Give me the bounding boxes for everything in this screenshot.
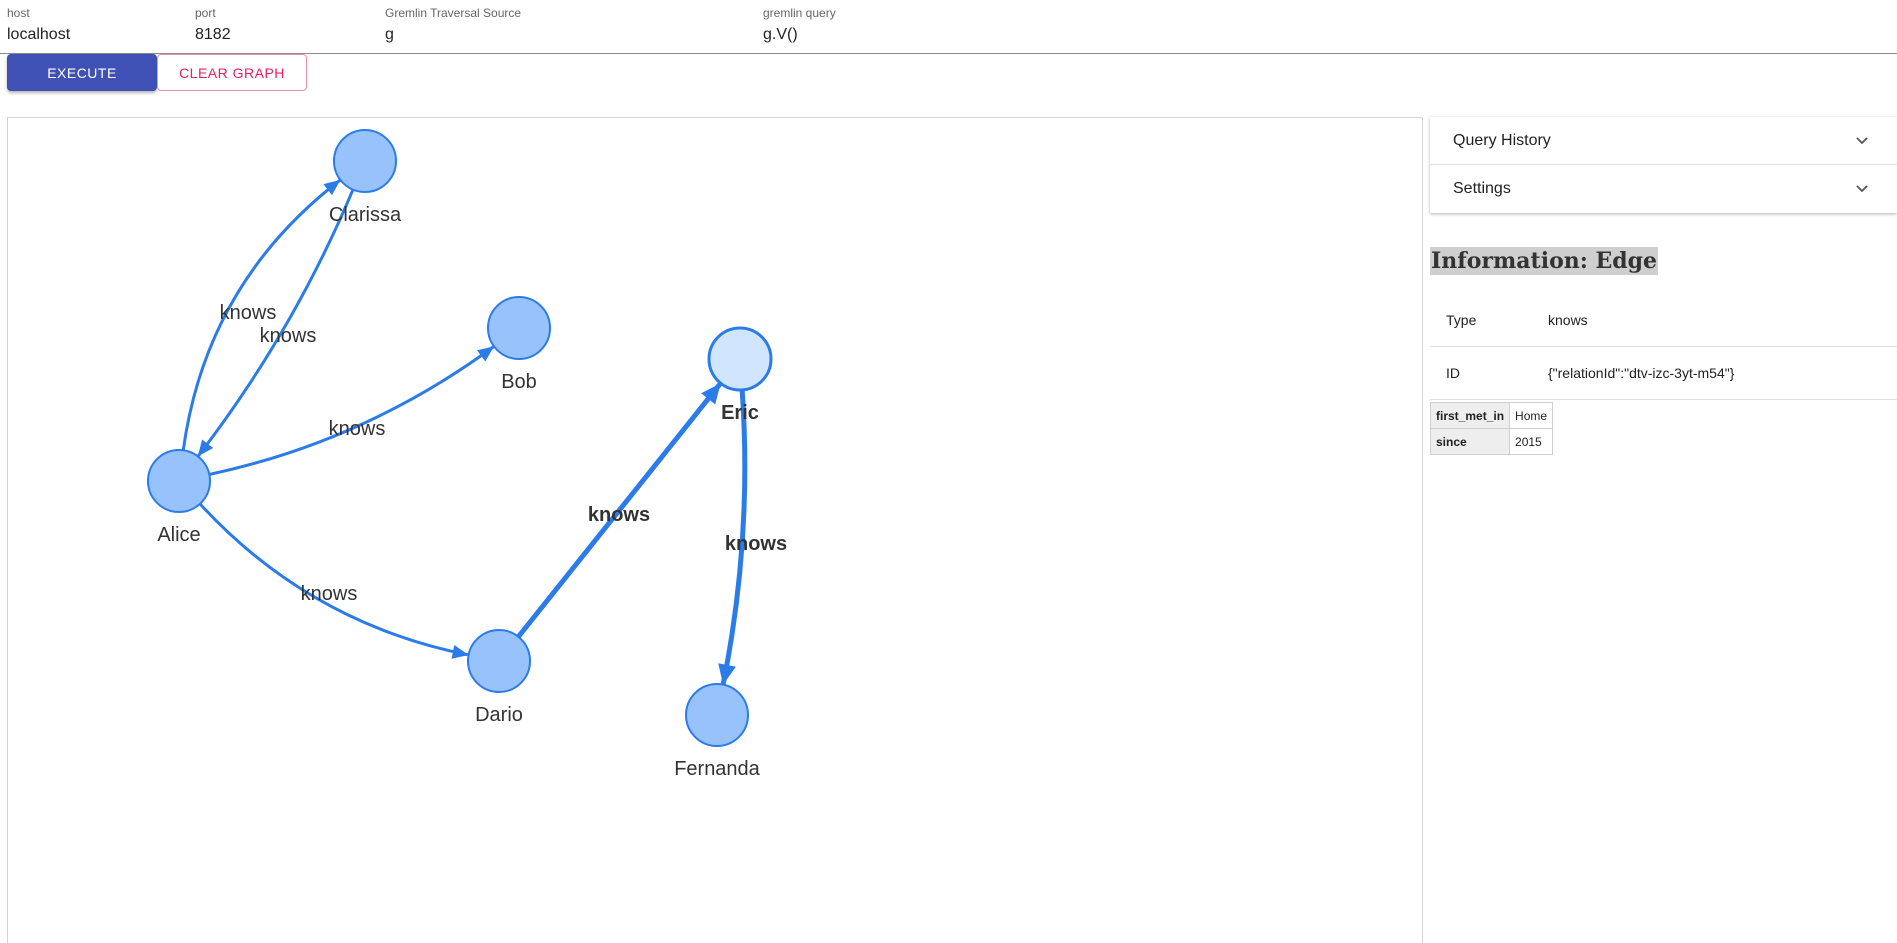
nodes-layer (147, 129, 773, 747)
host-input[interactable] (7, 26, 187, 44)
node-label: Bob (501, 371, 537, 393)
traversal-source-label: Gremlin Traversal Source (385, 6, 522, 20)
edge-label: knows (220, 302, 277, 324)
info-title: Information: Edge (1430, 247, 1659, 275)
info-value: {"relationId":"dtv-izc-3yt-m54"} (1548, 365, 1735, 381)
node-label: Fernanda (674, 758, 760, 780)
query-history-panel[interactable]: Query History (1430, 117, 1897, 165)
edge-arrowhead (197, 439, 214, 457)
info-row-id: ID {"relationId":"dtv-izc-3yt-m54"} (1430, 347, 1897, 400)
node-dario[interactable] (467, 629, 531, 693)
node-alice[interactable] (147, 449, 211, 513)
edges-layer (181, 178, 748, 686)
port-label: port (195, 6, 216, 20)
node-clarissa[interactable] (333, 129, 397, 193)
property-value: 2015 (1509, 428, 1554, 455)
property-key: first_met_in (1429, 402, 1511, 429)
table-row: since 2015 (1429, 428, 1554, 455)
edge-arrowhead (323, 179, 341, 196)
property-value: Home (1509, 402, 1554, 429)
traversal-source-input[interactable] (385, 26, 745, 44)
edge-line[interactable] (720, 389, 748, 686)
divider (1430, 164, 1897, 165)
edge-arrowhead (718, 663, 736, 685)
side-accordion: Query History Settings (1430, 117, 1897, 213)
host-field[interactable]: host (7, 0, 187, 52)
edge-label: knows (260, 325, 317, 347)
chevron-down-icon[interactable] (1855, 182, 1869, 196)
chevron-down-icon[interactable] (1855, 134, 1869, 148)
settings-panel[interactable]: Settings (1430, 165, 1897, 213)
node-label: Dario (475, 704, 523, 726)
graph-svg[interactable]: knowsknowsknowsknowsknowsknowsClarissaBo… (8, 118, 1423, 943)
settings-label: Settings (1453, 180, 1511, 197)
node-fernanda[interactable] (685, 683, 749, 747)
execute-button[interactable]: EXECUTE (7, 54, 157, 91)
properties-table: first_met_in Home since 2015 (1429, 402, 1554, 455)
query-field[interactable]: gremlin query (763, 0, 1883, 52)
property-key: since (1429, 428, 1511, 455)
node-label: Eric (721, 402, 759, 424)
edge-line[interactable] (196, 189, 355, 458)
host-label: host (7, 6, 30, 20)
info-value: knows (1548, 312, 1588, 328)
port-input[interactable] (195, 26, 375, 44)
edge-line[interactable] (516, 381, 723, 639)
edge-line[interactable] (208, 345, 495, 476)
traversal-source-field[interactable]: Gremlin Traversal Source (385, 0, 745, 52)
port-field[interactable]: port (195, 0, 375, 52)
query-input[interactable] (763, 26, 1883, 44)
info-key: Type (1446, 312, 1477, 328)
edge-line[interactable] (198, 502, 469, 657)
edge-label: knows (329, 418, 386, 440)
clear-graph-button[interactable]: CLEAR GRAPH (157, 54, 307, 91)
query-history-label: Query History (1453, 132, 1551, 149)
info-key: ID (1446, 365, 1460, 381)
query-label: gremlin query (763, 6, 836, 20)
edge-arrowhead (701, 383, 721, 405)
edge-line[interactable] (181, 178, 342, 451)
node-label: Alice (157, 524, 200, 546)
edge-arrowhead (476, 346, 495, 362)
edge-label: knows (301, 583, 358, 605)
info-row-type: Type knows (1430, 294, 1897, 347)
labels-layer: knowsknowsknowsknowsknowsknowsClarissaBo… (157, 204, 787, 780)
node-bob[interactable] (487, 296, 551, 360)
node-eric[interactable] (707, 326, 773, 392)
edge-label: knows (725, 533, 787, 555)
edge-label: knows (588, 504, 650, 526)
node-label: Clarissa (329, 204, 402, 226)
table-row: first_met_in Home (1429, 402, 1554, 429)
edge-arrowhead (451, 644, 469, 659)
form-underline (0, 53, 1897, 54)
